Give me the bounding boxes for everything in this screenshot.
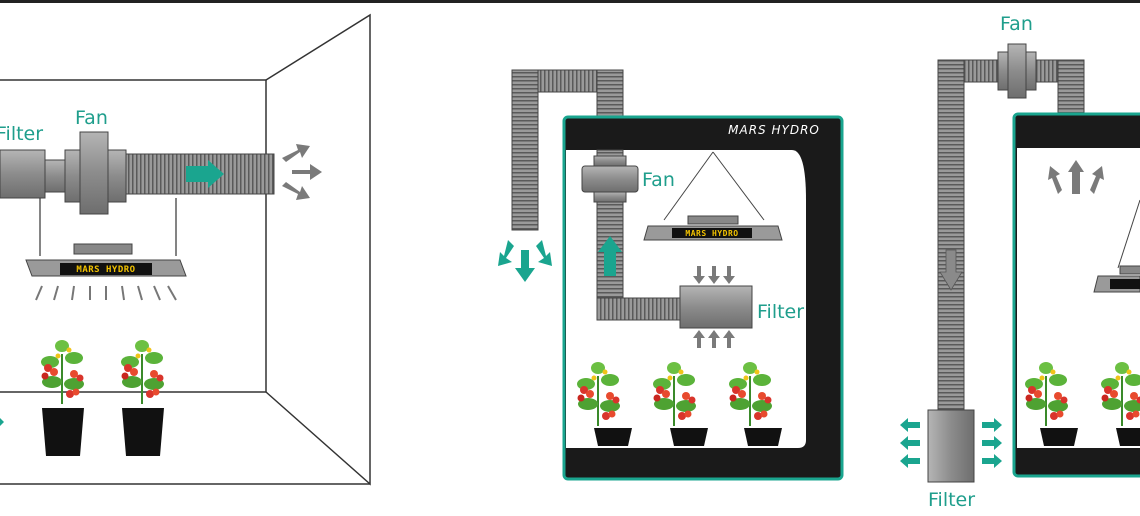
tomato-plant-icon (576, 361, 632, 446)
grow-light-icon: MARS HYDRO (25, 243, 187, 277)
panel3-filter-label: Filter (928, 489, 975, 511)
panel-tent-intake: MARS HYDRO MARS HYDRO (498, 69, 844, 481)
carbon-filter-icon (679, 285, 753, 329)
top-border (0, 0, 1140, 3)
airflow-arrow-icon (186, 160, 224, 188)
grow-light-icon (1093, 265, 1140, 293)
filter-out-arrows-icon (900, 418, 1002, 468)
inline-fan-icon (581, 165, 639, 193)
tomato-plant-icon (652, 361, 708, 446)
panel-tent-external-filter: Fan Filter (900, 13, 1140, 511)
fan-collar (44, 159, 66, 193)
exhaust-duct (125, 153, 275, 195)
panel3-fan-label: Fan (1000, 13, 1033, 35)
tomato-plant-icon (120, 339, 165, 456)
tomato-plant-icon (1100, 361, 1140, 446)
svg-text:MARS HYDRO: MARS HYDRO (685, 229, 738, 238)
panel2-filter-label: Filter (757, 301, 804, 323)
panel1-fan-label: Fan (75, 107, 108, 129)
airflow-up-arrow-icon (598, 236, 622, 276)
inner-duct-horizontal (596, 297, 684, 321)
panel2-fan-label: Fan (642, 169, 675, 191)
room-back-wall (0, 79, 267, 393)
airflow-out-arrows-icon (498, 240, 552, 282)
tomato-plant-icon (40, 339, 85, 456)
filter-airflow-arrows-icon (693, 266, 735, 348)
outer-duct-left (511, 69, 539, 231)
panel-exhaust-room: MARS HYDRO Filter Fan (0, 0, 1140, 486)
room-side-wall (265, 13, 371, 486)
grow-light-icon: MARS HYDRO (643, 215, 783, 241)
tent-brand-label: MARS HYDRO (728, 123, 820, 137)
light-rays (35, 285, 177, 301)
lamp-brand-label: MARS HYDRO (76, 265, 135, 275)
carbon-filter-icon (927, 409, 975, 483)
tent-window (1017, 148, 1140, 448)
inline-fan-icon (79, 131, 109, 215)
tomato-plant-icon (728, 361, 782, 446)
exhaust-out-arrows-icon (282, 144, 322, 200)
tent-out-arrows-icon (1048, 160, 1104, 194)
carbon-filter-icon (0, 149, 46, 199)
intake-arrow-icon (0, 418, 4, 426)
panel1-filter-label: Filter (0, 123, 43, 145)
tomato-plant-icon (1024, 361, 1078, 446)
inline-fan-icon (1007, 43, 1027, 99)
vertical-duct (937, 59, 965, 413)
airflow-down-arrow-icon (939, 249, 963, 291)
